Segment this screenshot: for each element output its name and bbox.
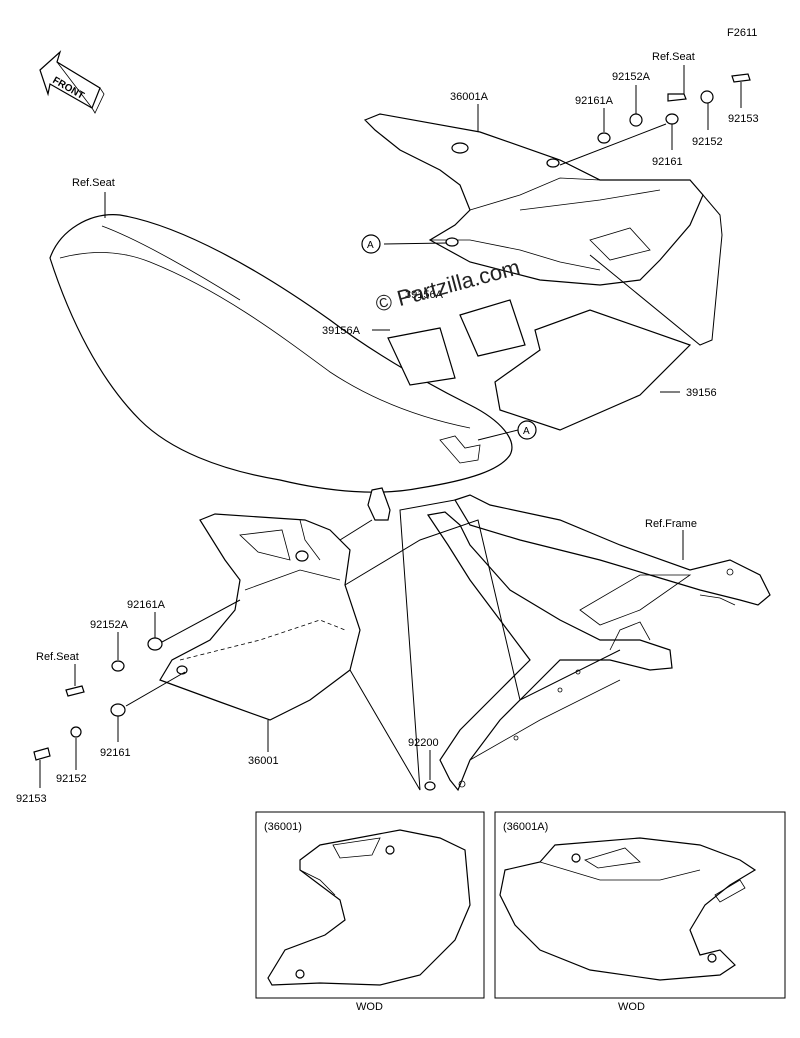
pad-39156A-left — [387, 327, 456, 386]
label-ref-frame: Ref.Frame — [645, 518, 697, 530]
label-92152-bot: 92152 — [56, 773, 87, 785]
inset-right-caption: WOD — [618, 1001, 645, 1013]
label-39156A-b: 39156A — [405, 289, 444, 301]
leader-callout-a-seat — [477, 429, 519, 441]
mount-hole — [546, 158, 560, 168]
leaders-bottom — [39, 499, 621, 791]
label-92152A-top: 92152A — [612, 71, 651, 83]
grommet-collar — [451, 142, 469, 154]
label-92200: 92200 — [408, 737, 439, 749]
svg-text:A: A — [523, 426, 530, 437]
front-arrow-icon: FRONT — [39, 50, 105, 114]
inset-36001A: (36001A) WOD — [494, 811, 786, 1013]
label-92161A-top: 92161A — [575, 95, 614, 107]
top-hardware — [597, 73, 751, 144]
label-ref-seat-main: Ref.Seat — [72, 177, 115, 189]
side-cover-36001A — [363, 113, 704, 286]
pad-39156A-right — [459, 299, 526, 357]
inset-left-caption: WOD — [356, 1001, 383, 1013]
leaders-top — [383, 65, 742, 346]
rear-frame — [367, 487, 771, 792]
label-39156: 39156 — [686, 387, 717, 399]
callout-a-seat: A — [517, 420, 537, 440]
callout-a-top: A — [361, 234, 381, 254]
svg-text:A: A — [367, 240, 374, 251]
label-92153-top: 92153 — [728, 113, 759, 125]
pad-39156 — [494, 309, 692, 431]
mount-hole-lower — [445, 237, 459, 247]
figure-code: F2611 — [727, 27, 757, 39]
label-36001: 36001 — [248, 755, 279, 767]
bottom-hardware — [33, 637, 436, 791]
label-92161-top: 92161 — [652, 156, 683, 168]
label-92161-bot: 92161 — [100, 747, 131, 759]
label-ref-seat-bot: Ref.Seat — [36, 651, 79, 663]
inset-right-title: (36001A) — [503, 821, 548, 833]
label-92152A-bot: 92152A — [90, 619, 129, 631]
label-39156A-a: 39156A — [322, 325, 361, 337]
label-ref-seat-top: Ref.Seat — [652, 51, 695, 63]
label-92161A-bot: 92161A — [127, 599, 166, 611]
label-92152-top: 92152 — [692, 136, 723, 148]
inset-36001: (36001) WOD — [255, 811, 485, 1013]
inset-left-title: (36001) — [264, 821, 302, 833]
seat — [49, 214, 513, 493]
label-36001A: 36001A — [450, 91, 489, 103]
side-cover-36001 — [159, 513, 361, 721]
label-92153-bot: 92153 — [16, 793, 47, 805]
